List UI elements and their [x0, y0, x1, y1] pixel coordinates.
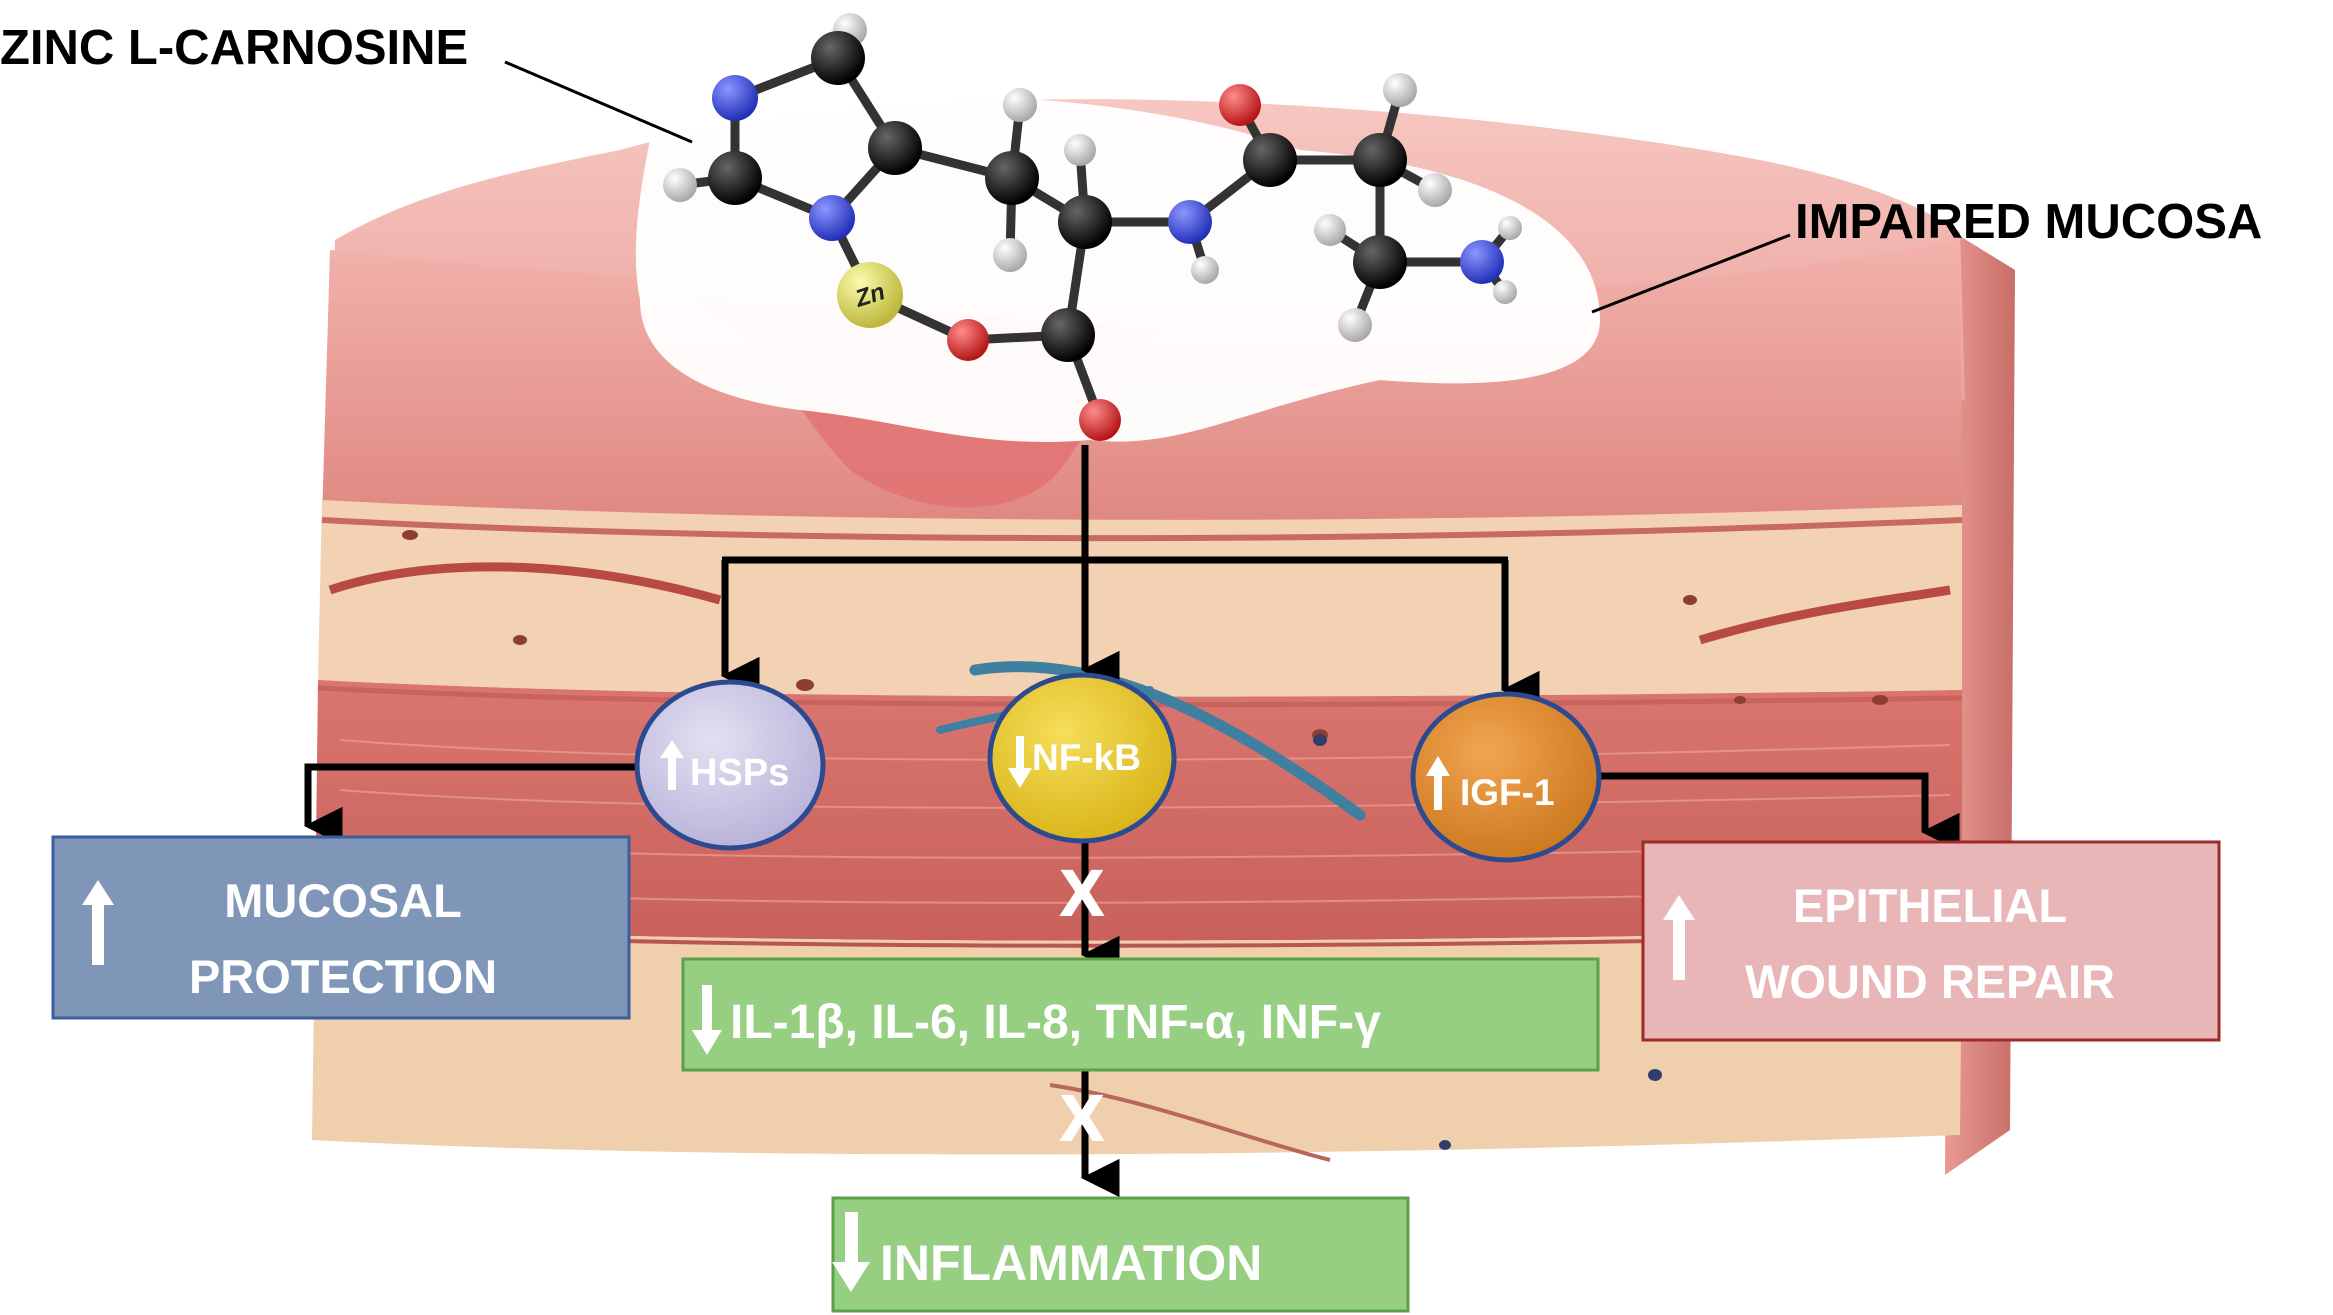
epithelial-repair-line1: EPITHELIAL: [1793, 879, 2067, 932]
epithelial-repair-box: EPITHELIAL WOUND REPAIR: [1641, 840, 2221, 1042]
node-nfkb: NF-kB: [987, 672, 1177, 844]
tissue-label: IMPAIRED MUCOSA: [1795, 195, 2262, 249]
mucosal-protection-line2: PROTECTION: [189, 950, 497, 1003]
tissue-leader-line: [1591, 233, 1791, 314]
arrow-to-epithelial-repair: [1580, 772, 1960, 852]
blood-vessel: [328, 562, 722, 605]
compound-label: ZINC L-CARNOSINE: [0, 21, 468, 75]
down-arrow-icon: [692, 985, 722, 1055]
block-marker-1: X: [1061, 857, 1104, 929]
tissue-lamina-layer: [318, 500, 1962, 697]
zinc-carnosine-molecule: Zn: [663, 13, 1522, 441]
inflammation-box: INFLAMMATION: [831, 1196, 1410, 1313]
inflammation-label: INFLAMMATION: [880, 1235, 1262, 1291]
up-arrow-icon: [1663, 895, 1695, 980]
epithelial-repair-line2: WOUND REPAIR: [1745, 955, 2115, 1008]
pathway-arrows: [304, 445, 1960, 1198]
arrow-to-mucosal-protection: [304, 763, 635, 846]
up-arrow-icon: [660, 740, 684, 790]
node-hsps: HSPs: [634, 679, 826, 851]
mucosal-protection-box: MUCOSAL PROTECTION: [51, 835, 631, 1020]
lymph-vessel: [969, 661, 1366, 821]
cytokines-box: IL-1β, IL-6, IL-8, TNF-α, INF-γ: [681, 957, 1600, 1072]
up-arrow-icon: [82, 880, 114, 965]
compound-leader-line: [504, 60, 693, 144]
mucosal-protection-line1: MUCOSAL: [224, 874, 462, 927]
igf1-label: IGF-1: [1460, 772, 1555, 813]
blood-vessel: [1049, 1083, 1331, 1162]
node-igf1: IGF-1: [1410, 691, 1602, 863]
cytokines-label: IL-1β, IL-6, IL-8, TNF-α, INF-γ: [730, 996, 1381, 1049]
down-arrow-icon: [1008, 736, 1032, 788]
hsps-label: HSPs: [690, 752, 789, 794]
block-marker-2: X: [1061, 1082, 1104, 1154]
down-arrow-icon: [832, 1212, 870, 1292]
molecule-backdrop: [635, 96, 1600, 443]
nfkb-label: NF-kB: [1032, 737, 1141, 778]
up-arrow-icon: [1426, 756, 1450, 810]
zinc-atom: [837, 262, 903, 328]
blood-vessel: [1698, 585, 1951, 645]
